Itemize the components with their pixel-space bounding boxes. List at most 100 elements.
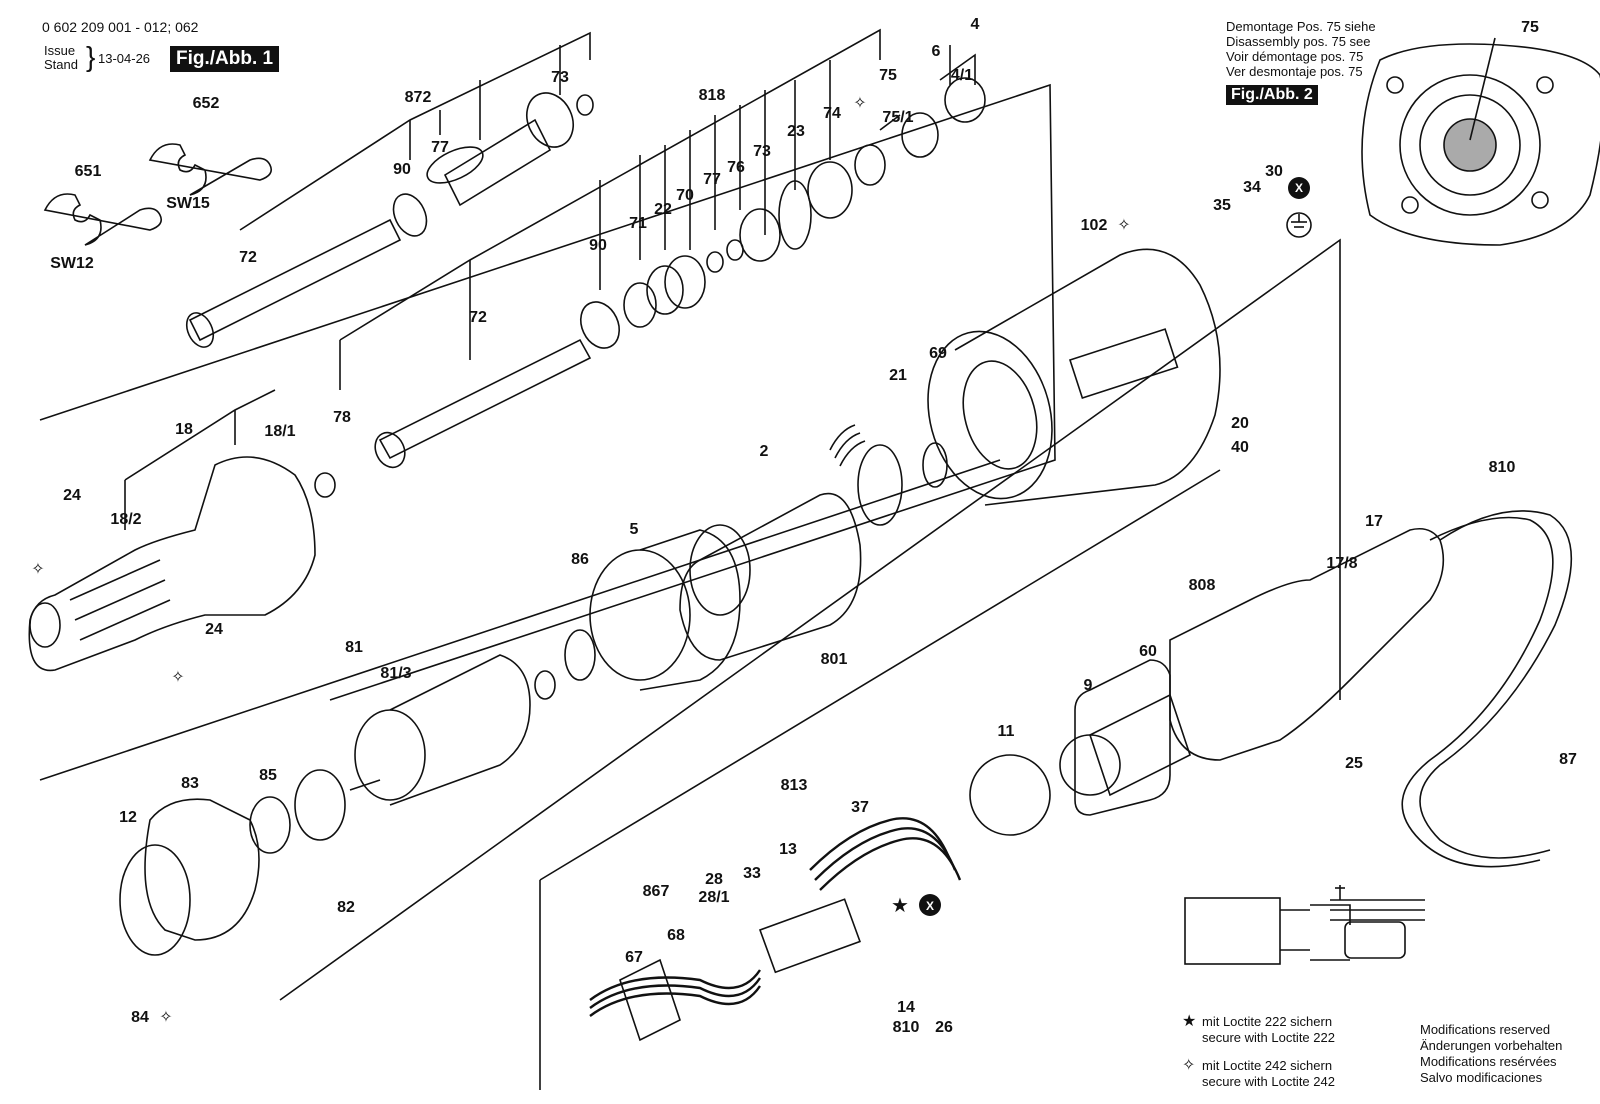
stator-2 (679, 424, 948, 661)
fig2-label: Fig./Abb. 2 (1226, 85, 1318, 105)
part-label: 801 (820, 651, 848, 668)
part-label: 81 (345, 639, 363, 656)
part-label: 90 (393, 161, 411, 178)
part-label: 28 (705, 871, 723, 888)
gasket-60 (1074, 659, 1171, 816)
part-label: 810 (892, 1019, 920, 1036)
part-label: 77 (703, 171, 721, 188)
cables (589, 817, 962, 1017)
fan-cup-5 (564, 529, 741, 691)
part-label: SW12 (50, 255, 94, 272)
part-label: 9 (1083, 677, 1093, 694)
terminal-block-13 (758, 898, 861, 974)
part-label: SW15 (166, 195, 210, 212)
part-label: 6 (931, 43, 941, 60)
part-label: 82 (337, 899, 355, 916)
part-label: 34 (1243, 179, 1261, 196)
fig2-part-label: 75 (1521, 19, 1539, 36)
part-label: 72 (239, 249, 257, 266)
part-label: 90 (589, 237, 607, 254)
part-label: 4/1 (950, 67, 974, 84)
part-label: 5 (629, 521, 639, 538)
ground-icon (1286, 212, 1312, 238)
x-mark-label: X (1294, 181, 1304, 195)
wrench-652 (148, 143, 273, 196)
issue-date: 13-04-26 (98, 51, 151, 66)
x-circle-icon-top (1288, 177, 1310, 199)
spindle-72-lower (314, 77, 986, 498)
hollow-star-icon: ✧ (853, 95, 867, 112)
x-circle-icon-bottom (919, 894, 941, 916)
part-label: 22 (654, 201, 672, 218)
star-icon: ★ (891, 895, 909, 917)
rear-handle (1169, 510, 1573, 868)
part-label: 813 (780, 777, 808, 794)
part-label: 73 (551, 69, 569, 86)
part-label: 77 (431, 139, 449, 156)
brace-icon: } (86, 41, 96, 72)
frame-upper (39, 83, 1056, 701)
part-label: 69 (929, 345, 947, 362)
part-label: 35 (1213, 197, 1231, 214)
legend-loctite222-de: mit Loctite 222 sichern (1202, 1014, 1333, 1029)
part-label: 11 (997, 723, 1015, 740)
part-label: 12 (119, 809, 137, 826)
doc-number: 0 602 209 001 - 012; 062 (42, 19, 199, 35)
part-label: 17/8 (1326, 555, 1358, 572)
frame-lower (39, 459, 1001, 781)
shaft-9 (1089, 693, 1191, 797)
part-label: 17 (1365, 513, 1383, 530)
part-label: 2 (759, 443, 769, 460)
part-label: 67 (625, 949, 643, 966)
hollow-star-icon: ✧ (1117, 217, 1131, 234)
frame-middle (279, 238, 1341, 1001)
part-label: 68 (667, 927, 685, 944)
part-label: 867 (642, 883, 670, 900)
part-label: 33 (743, 865, 761, 882)
part-label: 76 (727, 159, 745, 176)
part-label: 102 (1080, 217, 1108, 234)
modifications-2: Änderungen vorbehalten (1420, 1038, 1563, 1053)
part-label: 21 (889, 367, 907, 384)
part-label: 85 (259, 767, 277, 784)
part-label: 86 (571, 551, 589, 568)
legend-loctite222-en: secure with Loctite 222 (1202, 1030, 1335, 1045)
coupling-9 (1059, 734, 1121, 796)
modifications-4: Salvo modificaciones (1420, 1070, 1543, 1085)
modifications-3: Modifications resérvées (1420, 1054, 1557, 1069)
part-label: 72 (469, 309, 487, 326)
part-label: 24 (63, 487, 81, 504)
part-label: 18 (175, 421, 193, 438)
o-ring-12 (119, 844, 191, 956)
part-label: 872 (404, 89, 432, 106)
hollow-star-icon: ✧ (171, 669, 185, 686)
part-label: 37 (851, 799, 869, 816)
gasket-67 (619, 958, 681, 1042)
part-label: 18/1 (264, 423, 296, 440)
fig2-endcap (1361, 37, 1600, 246)
part-label: 60 (1139, 643, 1157, 660)
wiring-diagram (1184, 885, 1425, 965)
part-label: 74 (823, 105, 841, 122)
fig2-line-3: Voir démontage pos. 75 (1226, 49, 1364, 64)
part-label: 651 (74, 163, 102, 180)
part-label: 818 (698, 87, 726, 104)
part-label: 24 (205, 621, 223, 638)
part-label: 810 (1488, 459, 1516, 476)
x-mark-label: X (925, 899, 935, 913)
part-label: 23 (787, 123, 805, 140)
part-label: 26 (935, 1019, 953, 1036)
part-label: 20 (1231, 415, 1249, 432)
fig2-line-2: Disassembly pos. 75 see (1226, 34, 1371, 49)
part-label: 652 (192, 95, 220, 112)
armature-81 (349, 654, 556, 806)
part-label: 14 (897, 999, 915, 1016)
part-label: 83 (181, 775, 199, 792)
housing-18 (28, 456, 316, 672)
part-label: 70 (676, 187, 694, 204)
hollow-star-icon: ✧ (31, 561, 45, 578)
issue-label: Issue (44, 43, 76, 58)
end-cap-83 (144, 798, 260, 941)
part-label: 75/1 (882, 109, 914, 126)
